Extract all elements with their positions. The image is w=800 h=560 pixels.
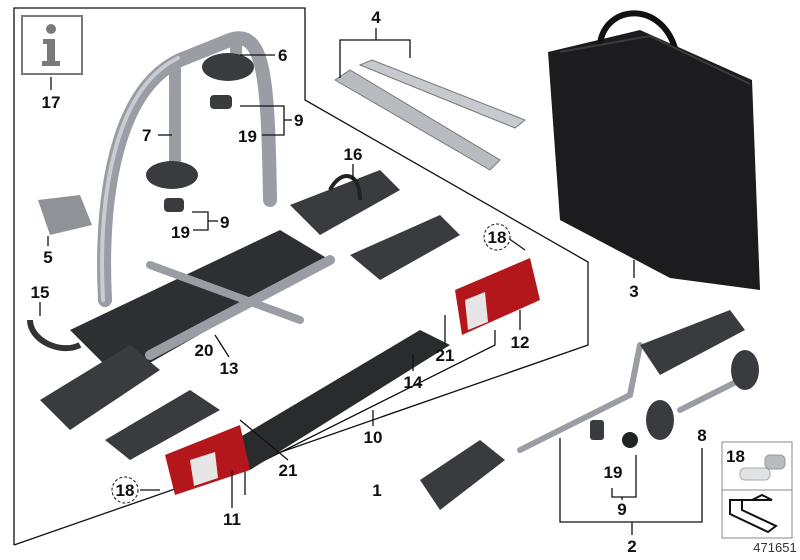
callout-9-ext: 9 xyxy=(617,500,626,519)
callout-10: 10 xyxy=(364,428,383,447)
lamp-frame xyxy=(244,330,496,495)
info-icon xyxy=(21,15,83,75)
callout-9-upper: 9 xyxy=(294,111,303,130)
bracket-drawing xyxy=(38,195,92,235)
svg-text:18: 18 xyxy=(116,481,135,500)
carrier-base xyxy=(40,170,460,470)
callout-13: 13 xyxy=(220,359,239,378)
rails-drawing xyxy=(334,59,526,171)
bulb-icon xyxy=(739,454,786,481)
callout-21-right: 21 xyxy=(436,346,455,365)
callout-4: 4 xyxy=(371,8,381,27)
strap-drawing xyxy=(27,319,82,352)
callout-17: 17 xyxy=(42,93,61,112)
lamp-right-drawing xyxy=(455,258,540,335)
callout-18-right: 18 xyxy=(483,223,511,251)
carrier-frame xyxy=(13,7,589,546)
bulb-inset xyxy=(721,441,793,539)
callout-8: 8 xyxy=(697,426,706,445)
callout-20: 20 xyxy=(195,341,214,360)
bag-drawing xyxy=(548,10,760,290)
callout-18-left: 18 xyxy=(111,476,139,504)
callout-19-ext: 19 xyxy=(604,463,623,482)
callout-11: 11 xyxy=(223,510,241,529)
callout-9-lower: 9 xyxy=(220,213,229,232)
callout-18-inset: 18 xyxy=(726,447,745,466)
callout-16: 16 xyxy=(344,145,363,164)
callout-3: 3 xyxy=(629,282,638,301)
callout-7: 7 xyxy=(142,126,151,145)
lamp-left-drawing xyxy=(165,425,250,495)
callout-21-left: 21 xyxy=(279,461,298,480)
callout-14: 14 xyxy=(404,373,423,392)
svg-text:18: 18 xyxy=(488,228,507,247)
callout-15: 15 xyxy=(31,283,50,302)
reference-number: 471651 xyxy=(753,540,796,555)
callout-2: 2 xyxy=(627,537,636,556)
callout-12: 12 xyxy=(511,333,530,352)
callout-19-upper: 19 xyxy=(238,127,257,146)
callout-5: 5 xyxy=(43,248,52,267)
callout-1: 1 xyxy=(372,481,381,500)
arrow-icon xyxy=(729,493,778,534)
callout-19-lower: 19 xyxy=(171,223,190,242)
callout-6: 6 xyxy=(278,46,287,65)
extension-drawing xyxy=(420,310,759,510)
